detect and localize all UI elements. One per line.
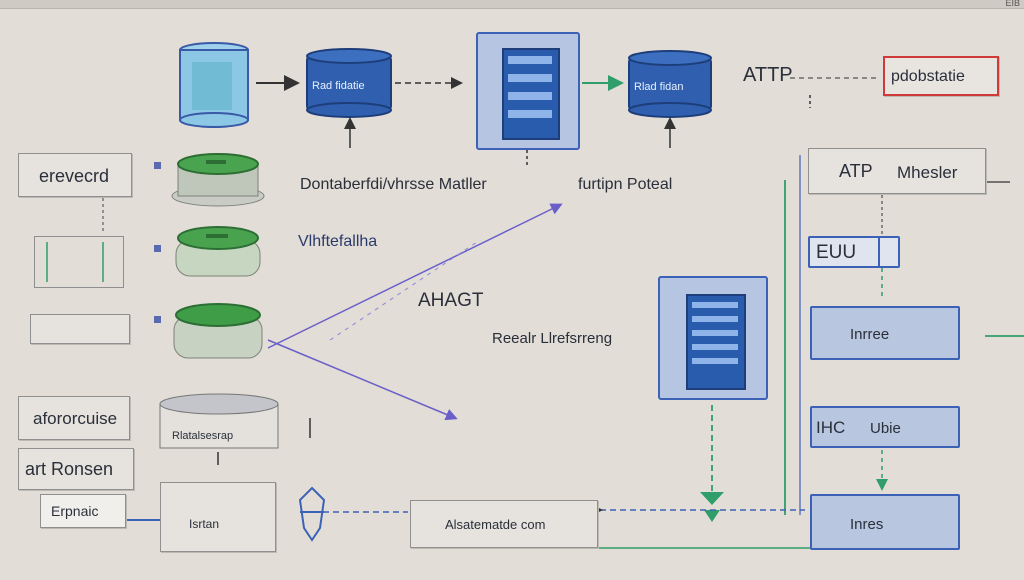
right-box-2-left-label: IHC — [816, 418, 846, 437]
replication-label: Reealr Llrefsrreng — [492, 330, 613, 347]
server-rack-icon[interactable] — [476, 32, 580, 150]
attp-box-right-label: Mhesler — [897, 163, 958, 182]
service-cylinder-2[interactable]: Rlad fidan — [628, 50, 712, 118]
side-box-2[interactable]: afororcuise — [18, 396, 130, 440]
center-label: AHAGT — [418, 290, 484, 311]
side-box-3[interactable]: art Ronsen — [18, 448, 134, 490]
attp-box-label: ATP — [839, 161, 873, 181]
data-cylinder-label: Rlatalsesrap — [172, 430, 234, 442]
right-box-2[interactable]: IHC Ubie — [810, 406, 960, 448]
side-input-bar[interactable] — [30, 314, 130, 344]
service-cylinder-1[interactable]: Rad fidatie — [306, 48, 392, 118]
bottom-center-box-label: Alsatematde com — [445, 517, 546, 532]
server-rack-icon-2[interactable] — [658, 276, 768, 400]
storage-disk-icon-3 — [168, 300, 268, 366]
right-box-2-right-label: Ubie — [870, 420, 901, 437]
bottom-center-box[interactable]: Alsatematde com — [410, 500, 598, 548]
bottom-left-box[interactable]: Isrtan — [160, 482, 276, 552]
window-corner-label: EIB — [1005, 0, 1020, 8]
vertical-label: Vlhftefallha — [298, 233, 378, 250]
side-box-3-label: art Ronsen — [25, 459, 114, 479]
side-box-1[interactable]: erevecrd — [18, 153, 132, 197]
eu-box[interactable]: EUU — [808, 236, 900, 268]
bottom-left-box-label: Isrtan — [189, 517, 220, 531]
side-box-4[interactable]: Erpnaic — [40, 494, 126, 528]
attp-box[interactable]: ATP Mhesler — [808, 148, 986, 194]
right-box-3-label: Inres — [850, 516, 884, 533]
right-box-1[interactable]: Inrree — [810, 306, 960, 360]
side-box-1-label: erevecrd — [39, 166, 110, 186]
database-icon — [178, 42, 250, 128]
side-frame-empty — [34, 236, 124, 288]
right-box-1-label: Inrree — [850, 326, 890, 343]
right-box-3[interactable]: Inres — [810, 494, 960, 550]
service-cylinder-2-label: Rlad fidan — [634, 81, 684, 93]
service-cylinder-1-label: Rad fidatie — [312, 80, 365, 92]
mid-right-label: furtipn Poteal — [578, 176, 673, 193]
eu-box-label: EUU — [816, 242, 857, 263]
side-box-4-label: Erpnaic — [51, 503, 99, 519]
protocol-label: ATTP — [743, 64, 793, 86]
side-box-2-label: afororcuise — [33, 409, 118, 428]
data-cylinder[interactable]: Rlatalsesrap — [158, 392, 280, 454]
storage-disk-icon-2 — [170, 224, 266, 286]
mid-row-label: Dontaberfdi/vhrsse Matller — [300, 176, 487, 193]
window-title-bar: EIB — [0, 0, 1024, 9]
protocol-box-label: pdobstatie — [891, 68, 965, 85]
storage-disk-icon-1 — [170, 150, 266, 210]
protocol-box[interactable]: pdobstatie — [883, 56, 999, 96]
